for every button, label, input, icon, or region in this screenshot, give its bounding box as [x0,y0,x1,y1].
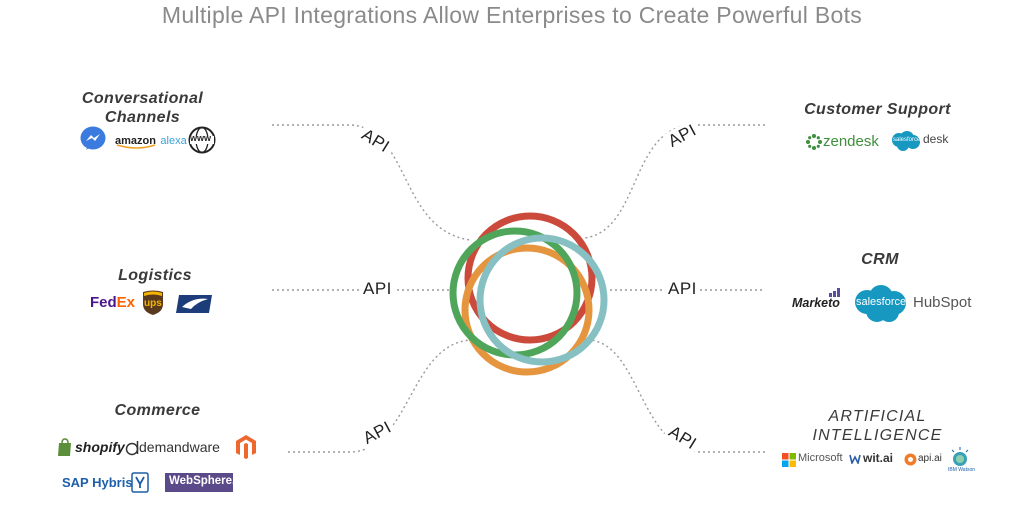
api-label-crm: API [665,279,700,299]
www-globe-icon: www [188,126,216,154]
usps-eagle-icon [175,293,213,315]
category-commerce: Commerce [114,402,201,419]
amazon-smile-icon [116,144,156,149]
apiai-text: api.ai [918,453,942,464]
sap-hybris-logo: SAP Hybris [62,475,133,490]
hybris-icon [131,472,149,493]
apiai-icon [904,453,917,466]
alexa-text: alexa [160,135,187,147]
desk-text: desk [923,132,949,146]
integration-rings [449,212,608,376]
websphere-text: WebSphere. [169,475,236,487]
demandware-icon [125,441,139,456]
fedex-fed-text: Fed [90,294,117,311]
shopify-text: shopify [75,439,125,455]
salesforce-text: salesforce [856,296,907,308]
hubspot-logo: HubSpot [913,294,972,311]
category-conversational-channels: Conversational Channels [81,90,204,126]
salesforce-logo: salesforce [851,284,909,324]
microsoft-windows-icon [782,453,796,467]
websphere-logo: WebSphere. [165,473,236,492]
page-title: Multiple API Integrations Allow Enterpri… [161,2,863,28]
fedex-logo: FedEx [90,294,135,311]
demandware-text: demandware [139,439,220,455]
salesforce-cloud-small-icon: salesforce [889,130,921,152]
witai-text: wit.ai [863,451,894,465]
category-crm: CRM [861,251,899,268]
magento-icon [235,434,257,460]
ups-text: ups [144,298,162,309]
amazon-alexa-logo: amazon alexa [115,131,187,151]
category-customer-support: Customer Support [804,101,951,118]
category-artificial-intelligence: ARTIFICIAL INTELLIGENCE [812,408,943,444]
marketo-text: Marketo [792,296,840,310]
watson-text: IBM Watson [948,467,976,473]
zendesk-text: zendesk [823,133,879,150]
zendesk-icon [806,134,822,150]
wire-commerce [288,339,471,453]
www-text: www [190,133,212,143]
marketo-bars-icon [829,288,840,297]
messenger-icon [80,126,106,152]
amazon-text: amazon [115,135,156,147]
microsoft-text: Microsoft [798,452,843,464]
watson-icon [951,447,969,466]
salesforce-small-text: salesforce [893,137,921,143]
ibm-watson-logo: IBM Watson [948,447,976,473]
ring-red [464,212,596,344]
category-logistics: Logistics [118,267,192,284]
ring-teal [476,234,608,366]
marketo-logo: Marketo [792,288,847,312]
ring-orange [461,244,593,376]
fedex-ex-text: Ex [116,294,136,311]
witai-icon [849,454,861,464]
shopify-bag-icon [58,438,71,456]
ups-logo: ups [141,290,165,316]
api-label-logistics: API [360,279,395,299]
